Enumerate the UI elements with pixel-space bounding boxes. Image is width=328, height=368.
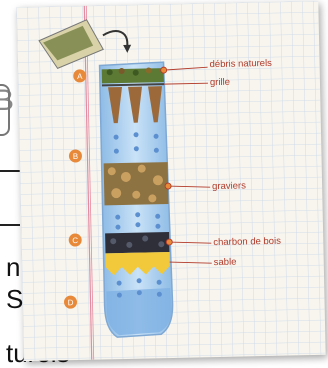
background-fragment-n: n: [6, 254, 20, 280]
label-charbon: charbon de bois: [213, 236, 281, 248]
filter-diagram-drawing: A B C D: [16, 1, 325, 361]
label-sable: sable: [214, 257, 237, 268]
label-graviers: graviers: [212, 180, 246, 192]
funnel-stems: [108, 86, 163, 123]
stage-letter-b: B: [73, 152, 79, 161]
grille-line: [102, 84, 164, 85]
label-debris: débris naturels: [209, 58, 272, 70]
stage-letter-d: D: [68, 298, 74, 307]
stage-letter-a: A: [77, 72, 83, 81]
background-bracket: [0, 84, 10, 136]
background-rule-2: [0, 224, 20, 226]
background-fragment-s: S: [6, 286, 23, 312]
filter-bottle-photo: A B C D débris naturels grille graviers …: [16, 1, 325, 361]
stage-letter-c: C: [72, 236, 78, 245]
background-rule-1: [0, 170, 20, 172]
label-grille: grille: [210, 77, 230, 88]
